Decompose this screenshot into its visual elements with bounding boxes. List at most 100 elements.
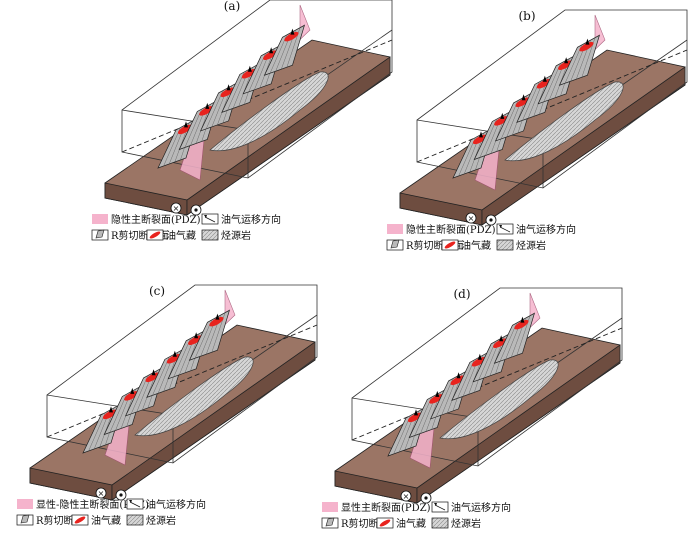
legend-item-migration: 油气运移方向 bbox=[126, 498, 206, 511]
migration-arrow-head bbox=[434, 503, 437, 506]
reservoir-icon bbox=[444, 241, 456, 249]
panel-label: (a) bbox=[224, 0, 241, 13]
legend-item-reservoir: 油气藏 bbox=[146, 229, 196, 242]
shear-striation bbox=[88, 412, 106, 452]
source-rock-body bbox=[504, 81, 624, 162]
shear-striation bbox=[194, 319, 213, 359]
shear-striation bbox=[458, 137, 476, 177]
slip-into-page-glyph: × bbox=[173, 204, 180, 213]
legend-item-migration: 油气运移方向 bbox=[201, 213, 281, 226]
reservoir-icon bbox=[379, 519, 391, 527]
slip-into-page-icon bbox=[465, 212, 477, 224]
hydrocarbon-reservoir bbox=[558, 60, 573, 70]
legend-item-source: 烃源岩 bbox=[431, 517, 481, 530]
hydrocarbon-reservoir bbox=[494, 116, 509, 126]
slip-into-page-icon bbox=[95, 487, 107, 499]
migration-arrow-icon bbox=[500, 112, 505, 119]
shear-striation bbox=[457, 359, 475, 399]
legend-label: 油气藏 bbox=[396, 517, 426, 530]
migration-arrow-icon bbox=[129, 501, 141, 508]
migration-arrow-icon bbox=[564, 57, 569, 64]
legend-item-source: 烃源岩 bbox=[496, 239, 546, 252]
slip-out-of-page-dot bbox=[194, 208, 198, 212]
pdz-swatch bbox=[322, 502, 338, 512]
source-rock-swatch bbox=[431, 517, 449, 529]
hydrocarbon-reservoir bbox=[188, 335, 203, 345]
migration-arrow-icon bbox=[520, 316, 525, 323]
migration-arrow-icon bbox=[477, 353, 482, 360]
shear-striation bbox=[522, 81, 540, 121]
reservoir-icon bbox=[74, 516, 86, 524]
legend-item-reservoir: 油气藏 bbox=[376, 517, 426, 530]
migration-arrow-icon bbox=[184, 121, 188, 128]
shear-striation bbox=[163, 127, 181, 167]
migration-arrow-icon bbox=[247, 65, 252, 72]
hydrocarbon-reservoir bbox=[102, 409, 118, 420]
migration-arrow-icon bbox=[269, 47, 274, 54]
panel-d: ×(d)显性主断裂面(PDZ)油气运移方向R剪切断面油气藏烃源岩 bbox=[321, 287, 623, 530]
shear-striation bbox=[152, 356, 170, 396]
legend-label: 显性-隐性主断裂面(PDZ) bbox=[36, 498, 149, 511]
rshear-fault-icon bbox=[390, 239, 400, 249]
shear-striation bbox=[248, 53, 266, 92]
hydrocarbon-reservoir bbox=[166, 353, 181, 364]
source-rock-body bbox=[439, 359, 559, 440]
slip-out-of-page-dot bbox=[489, 218, 493, 222]
legend-item-migration: 油气运移方向 bbox=[496, 223, 576, 236]
hydrocarbon-reservoir bbox=[145, 372, 160, 383]
shear-striation bbox=[393, 415, 411, 455]
legend-item-rshear: R剪切断面 bbox=[16, 514, 84, 527]
legend-label: 显性主断裂面(PDZ) bbox=[341, 501, 431, 514]
slip-into-page-glyph: × bbox=[468, 214, 475, 223]
legend-label: 油气运移方向 bbox=[451, 501, 511, 514]
shear-striation bbox=[500, 100, 519, 139]
source-rock-swatch bbox=[201, 229, 219, 241]
source-rock-swatch bbox=[496, 239, 514, 251]
shear-striation bbox=[564, 44, 583, 84]
hydrocarbon-reservoir bbox=[220, 87, 235, 98]
migration-arrow-icon bbox=[130, 387, 135, 394]
hidden-fault-line bbox=[351, 327, 623, 441]
hydrocarbon-reservoir bbox=[263, 50, 278, 60]
legend-label: 油气运移方向 bbox=[221, 213, 281, 226]
hydrocarbon-reservoir bbox=[493, 338, 508, 348]
migration-arrow-icon bbox=[521, 94, 526, 101]
hydrocarbon-reservoir bbox=[241, 68, 256, 79]
migration-arrow-icon bbox=[290, 28, 295, 35]
source-rock-body bbox=[134, 356, 254, 437]
legend-label: R剪切断面 bbox=[36, 514, 84, 527]
migration-arrow-icon bbox=[499, 335, 504, 342]
hydrocarbon-reservoir bbox=[579, 41, 594, 52]
hydrocarbon-reservoir bbox=[472, 134, 488, 145]
panel-c: ×(c)显性-隐性主断裂面(PDZ)油气运移方向R剪切断面油气藏烃源岩 bbox=[16, 284, 318, 527]
pdz-swatch bbox=[92, 214, 108, 224]
hidden-fault-line bbox=[121, 39, 393, 153]
hydrocarbon-reservoir bbox=[177, 124, 193, 135]
shear-striation bbox=[414, 396, 432, 436]
panel-b: ×(b)隐性主断裂面(PDZ)油气运移方向R剪切断裂面油气藏烃源岩 bbox=[386, 9, 688, 252]
migration-arrow-icon bbox=[151, 369, 156, 376]
pdz-swatch bbox=[17, 499, 33, 509]
hydrocarbon-reservoir bbox=[471, 356, 486, 367]
slip-out-of-page-dot bbox=[119, 493, 123, 497]
hidden-fault-line bbox=[46, 324, 318, 438]
legend-label: 烃源岩 bbox=[451, 517, 481, 530]
legend-item-reservoir: 油气藏 bbox=[71, 514, 121, 527]
panel-label: (b) bbox=[518, 9, 535, 23]
slip-into-page-icon bbox=[400, 490, 412, 502]
legend-item-source: 烃源岩 bbox=[126, 514, 176, 527]
migration-arrow-head bbox=[129, 500, 132, 503]
migration-arrow-icon bbox=[172, 350, 177, 357]
slip-out-of-page-dot bbox=[424, 496, 428, 500]
slip-into-page-icon bbox=[170, 202, 182, 214]
hydrocarbon-reservoir bbox=[450, 375, 465, 386]
shear-striation bbox=[227, 71, 245, 111]
shear-striation bbox=[478, 341, 496, 380]
shear-striation bbox=[435, 378, 454, 417]
migration-arrow-icon bbox=[585, 38, 590, 45]
rshear-fault-icon bbox=[325, 517, 335, 527]
legend-label: 油气运移方向 bbox=[516, 223, 576, 236]
legend-label: 烃源岩 bbox=[516, 239, 546, 252]
shear-striation bbox=[269, 34, 288, 74]
source-rock-body bbox=[209, 71, 329, 152]
